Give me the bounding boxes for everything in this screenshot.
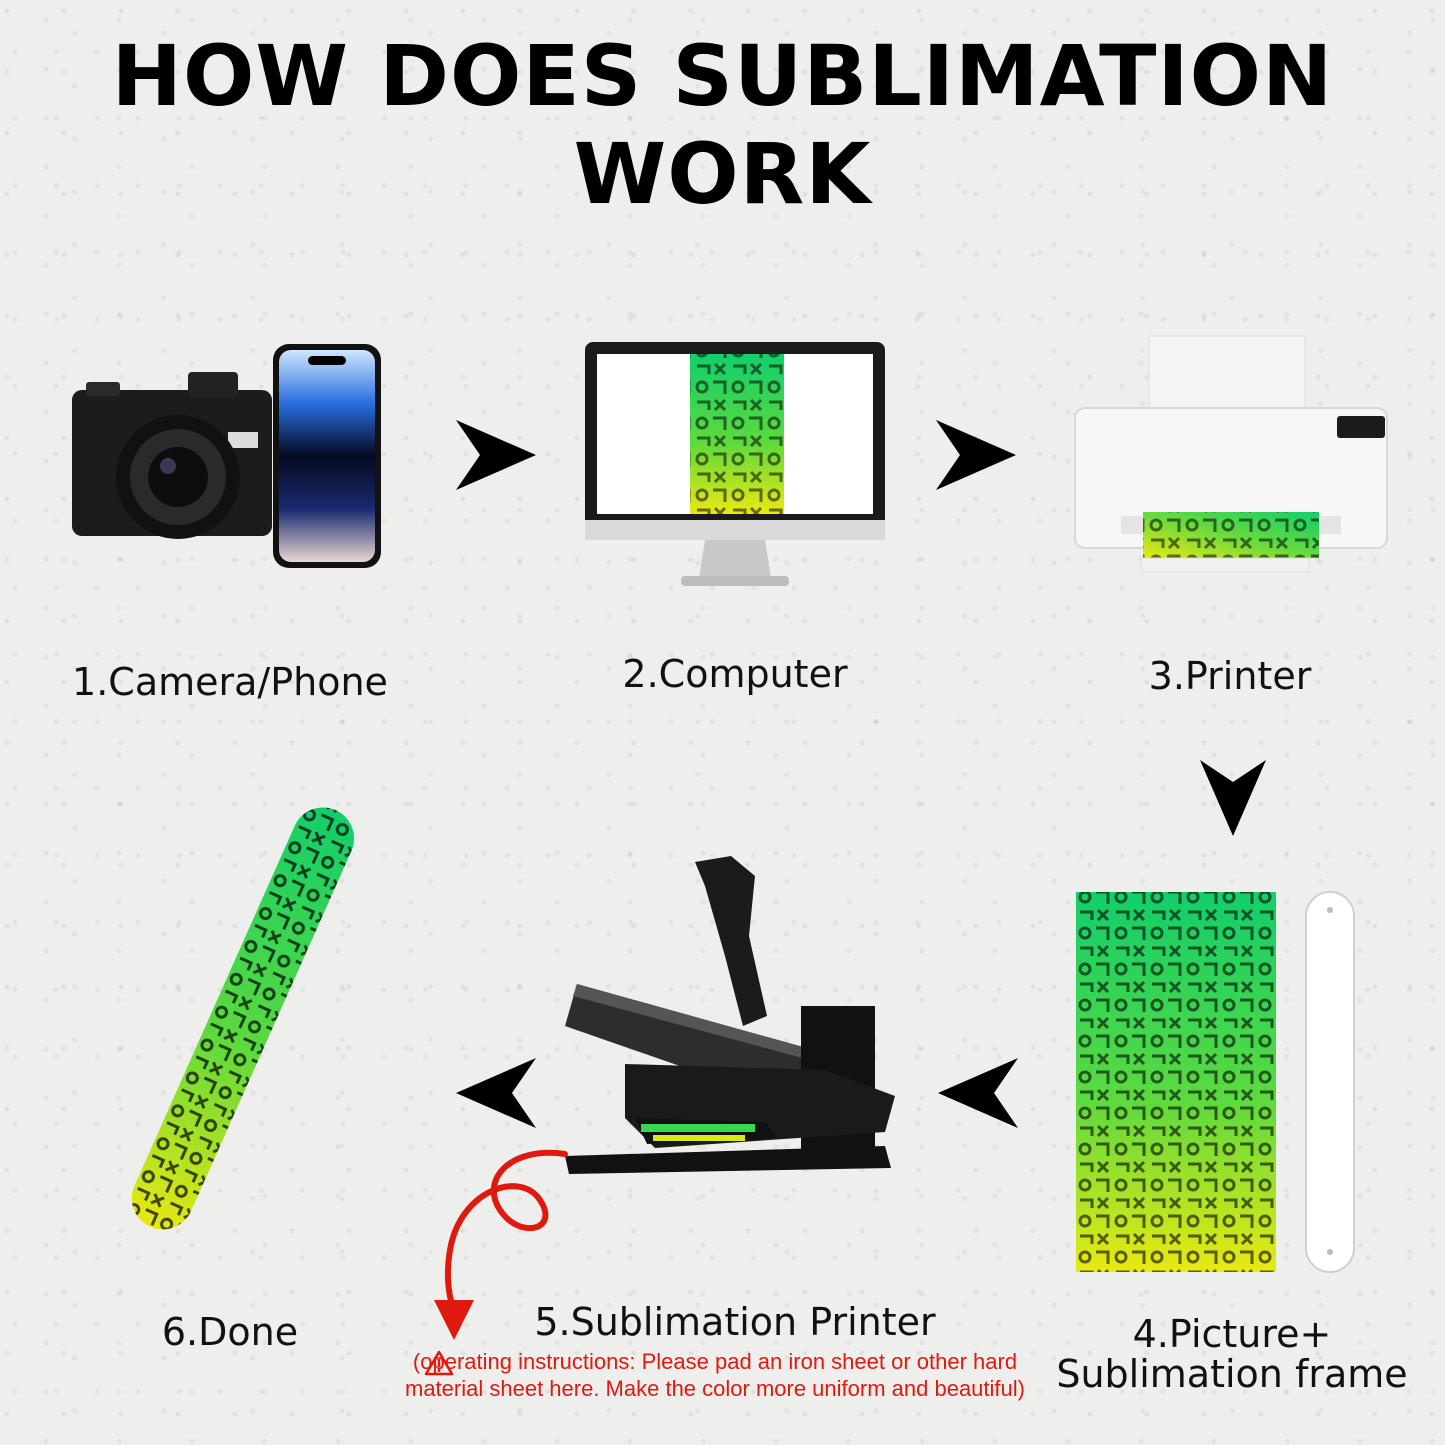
warning-icon <box>424 1350 454 1376</box>
camera-phone-icon <box>72 344 381 568</box>
picture-frame-icon <box>1076 891 1355 1273</box>
arrow-right-icon <box>936 420 1016 490</box>
finished-strap-icon <box>131 807 355 1230</box>
step-1-label: 1.Camera/Phone <box>72 660 388 704</box>
step-3-label: 3.Printer <box>1148 654 1312 698</box>
step-5-label: 5.Sublimation Printer <box>534 1300 936 1344</box>
page-title: HOW DOES SUBLIMATION <box>111 27 1334 125</box>
step-4-label-line-1: 4.Picture+ <box>1132 1312 1332 1356</box>
arrow-down-icon <box>1200 760 1266 836</box>
arrow-left-icon <box>456 1058 536 1128</box>
step-2-label: 2.Computer <box>622 652 848 696</box>
step-6-label: 6.Done <box>161 1310 299 1354</box>
step-4-label-line-2: Sublimation frame <box>1056 1352 1408 1396</box>
operating-instructions-note: (operating instructions: Please pad an i… <box>405 1349 1025 1401</box>
computer-icon <box>585 342 885 586</box>
printer-icon <box>1074 335 1388 573</box>
red-pointer-arrow <box>434 1149 568 1340</box>
heat-press-icon <box>565 856 895 1174</box>
arrow-right-icon <box>456 420 536 490</box>
page-title-line-2: WORK <box>573 125 872 223</box>
arrow-left-icon <box>938 1058 1018 1128</box>
